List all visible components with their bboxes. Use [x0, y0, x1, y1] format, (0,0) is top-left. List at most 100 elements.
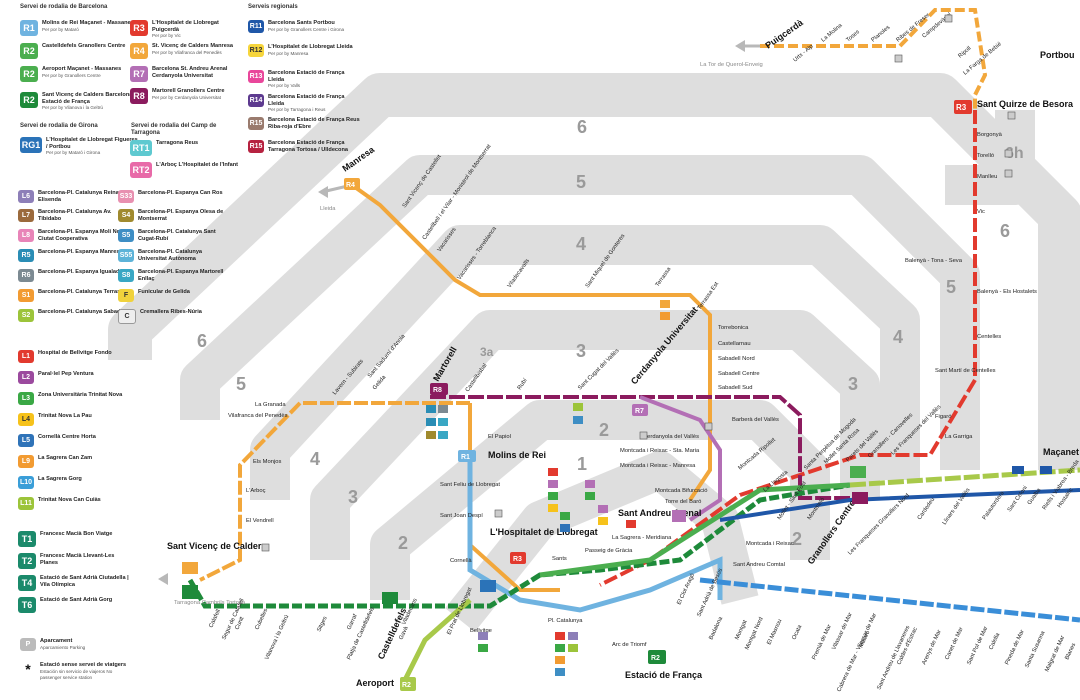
legend-item-name: Cremallera Ribes-Núria — [140, 309, 202, 315]
station-label[interactable]: Passeig de Gràcia — [585, 548, 633, 554]
station-label[interactable]: La Sagrera - Meridiana — [612, 535, 672, 541]
station-label[interactable]: Toses — [845, 29, 861, 43]
station-label[interactable]: Barberà del Vallès — [732, 417, 779, 423]
station-label[interactable]: Platja de Castelldefels — [346, 606, 376, 661]
line-badge: R2 — [20, 43, 38, 59]
station-label[interactable]: Montcada i Reixac - Manresa — [620, 463, 696, 469]
station-label[interactable]: Sant Celoni — [1007, 485, 1029, 513]
station-label[interactable]: Castellarnau — [718, 341, 751, 347]
legend-item-sub: Per por by Mataró i Girona — [46, 150, 101, 156]
station-label[interactable]: Manlleu — [977, 174, 997, 180]
station-label[interactable]: Els Monjos — [253, 459, 281, 465]
station-label[interactable]: Sant Martí de Centelles — [935, 368, 996, 374]
station-label[interactable]: Arenys de Mar — [921, 629, 942, 666]
station-label[interactable]: Arc de Triomf — [612, 642, 647, 648]
station-label[interactable]: Badalona — [708, 615, 724, 640]
station-label[interactable]: La Molina — [820, 22, 844, 43]
station-label-hospitalet[interactable]: L'Hospitalet de Llobregat — [490, 527, 598, 537]
station-label[interactable]: Borgonyà — [977, 132, 1003, 138]
station-label[interactable]: Calella — [988, 632, 1001, 651]
line-badge-text: R8 — [433, 387, 442, 394]
station-label[interactable]: Llinars del Vallès — [942, 487, 972, 526]
station-label[interactable]: Torelló — [977, 153, 994, 159]
station-label[interactable]: Ripoll — [957, 46, 972, 60]
station-label[interactable]: Pineda de Mar — [1004, 629, 1025, 666]
station-label-macanet[interactable]: Maçanet Massanes — [1043, 447, 1080, 457]
station-label[interactable]: Sabadell Nord — [718, 356, 755, 362]
station-label-puigcerda[interactable]: Puigcerdà — [763, 17, 805, 51]
station-label[interactable]: Pl. Catalunya — [548, 618, 583, 624]
station-label[interactable]: Lleida — [320, 206, 336, 212]
station-label[interactable]: Cubelles — [254, 608, 269, 631]
station-label[interactable]: Sant Andreu Comtal — [733, 562, 785, 568]
station-label[interactable]: Sant Joan Despí — [440, 513, 483, 519]
station-label[interactable]: Bellvitge — [470, 628, 492, 634]
station-label[interactable]: Sants — [552, 556, 567, 562]
station-label[interactable]: Garraf — [346, 613, 359, 631]
station-label[interactable]: Premià de Mar — [811, 624, 833, 661]
station-label[interactable]: Santa Susanna — [1024, 630, 1047, 669]
station-label[interactable]: Sitges — [316, 616, 328, 633]
station-label[interactable]: Torre del Baró — [665, 499, 701, 505]
station-label[interactable]: Cerdanyola del Vallès — [643, 434, 699, 440]
station-label[interactable]: Cornellà — [450, 558, 472, 564]
station-label[interactable]: El Vendrell — [246, 518, 274, 524]
legend-heading: Servei de rodalia del Camp de Tarragona — [131, 123, 217, 136]
station-label-franca[interactable]: Estació de França — [625, 670, 703, 680]
legend-item-name: L'Hospitalet de Llobregat Lleida — [268, 44, 353, 50]
station-label[interactable]: Balenyà - Els Hostalets — [977, 289, 1037, 295]
station-label[interactable]: Montcada i Reixac — [746, 541, 794, 547]
station-label[interactable]: Tarragona Cambrils Tortosa — [174, 600, 246, 606]
station-label[interactable]: Vilanova i la Geltrú — [264, 614, 290, 661]
station-label[interactable]: Vilafranca del Penedès — [228, 413, 288, 419]
line-badge: L9 — [18, 455, 34, 468]
station-label[interactable]: Centelles — [977, 334, 1001, 340]
station-label[interactable]: Montcada i Reixac - Sta. Maria — [620, 448, 700, 454]
station-label[interactable]: Montcada Bifurcació — [655, 488, 708, 494]
legend-item-name: Estació de Sant Adrià Gorg — [40, 597, 113, 603]
station-label[interactable]: Gualba — [1027, 487, 1043, 506]
line-r11 — [719, 488, 1080, 522]
station-label[interactable]: Canet de Mar — [944, 626, 964, 660]
station-label[interactable]: Blanes — [1064, 642, 1077, 661]
legend-item-name: Barcelona-Pl. Espanya Igualada — [38, 269, 123, 275]
station-label[interactable]: La Granada — [255, 402, 286, 408]
station-label-arenal[interactable]: Sant Andreu Arenal — [618, 508, 701, 518]
station-label[interactable]: Rubí — [517, 377, 529, 391]
station-label[interactable]: Figaró — [935, 414, 951, 420]
station-label-aeroport[interactable]: Aeroport — [356, 678, 394, 688]
station-label[interactable]: Sabadell Sud — [718, 385, 753, 391]
station-label[interactable]: Terrassa — [655, 266, 673, 288]
station-label[interactable]: Cardedeu — [917, 497, 937, 521]
station-label[interactable]: Montgat — [734, 619, 748, 641]
station-label[interactable]: Torrebonica — [718, 325, 749, 331]
station-label[interactable]: El Masnou — [766, 618, 783, 645]
station-label[interactable]: Gavà — [398, 625, 410, 641]
station-label[interactable]: Sant Pol de Mar — [966, 626, 989, 666]
line-badge: L10 — [18, 476, 34, 489]
station-label[interactable]: Sant Feliu de Llobregat — [440, 482, 500, 488]
station-label-molins[interactable]: Molins de Rei — [488, 450, 546, 460]
station-label[interactable]: Vic — [977, 209, 985, 215]
station-label-quirze[interactable]: Sant Quirze de Besora — [977, 99, 1074, 109]
station-label[interactable]: Terrassa Est — [697, 281, 721, 311]
station-label[interactable]: Ocata — [791, 624, 803, 641]
station-label[interactable]: Gelida — [372, 374, 388, 391]
legend-item: R15 Barcelona Estació de França Tarragon… — [248, 140, 360, 153]
station-label[interactable]: La Tor de Querol-Enveig — [700, 62, 763, 68]
station-label[interactable]: Malgrat de Mar — [1044, 635, 1066, 673]
station-label[interactable]: Balenyà - Tona - Seva — [905, 258, 963, 264]
station-label-portbou[interactable]: Portbou — [1040, 50, 1075, 60]
station-label[interactable]: Planoles — [870, 25, 891, 44]
station-label[interactable]: El Papiol — [488, 434, 511, 440]
station-label[interactable]: Calafell — [208, 609, 222, 629]
station-label[interactable]: Vilassar de Mar — [831, 612, 853, 651]
station-label[interactable]: Sant Andreu de Llavaneres — [876, 625, 911, 691]
station-label[interactable]: La Garriga — [945, 434, 973, 440]
line-badge-text: R7 — [635, 408, 644, 415]
station-label-calders[interactable]: Sant Vicenç de Calders — [167, 541, 266, 551]
station-label[interactable]: Sabadell Centre — [718, 371, 760, 377]
station-label[interactable]: L'Arboç — [246, 488, 266, 494]
station-label[interactable]: Cunit — [234, 616, 245, 631]
